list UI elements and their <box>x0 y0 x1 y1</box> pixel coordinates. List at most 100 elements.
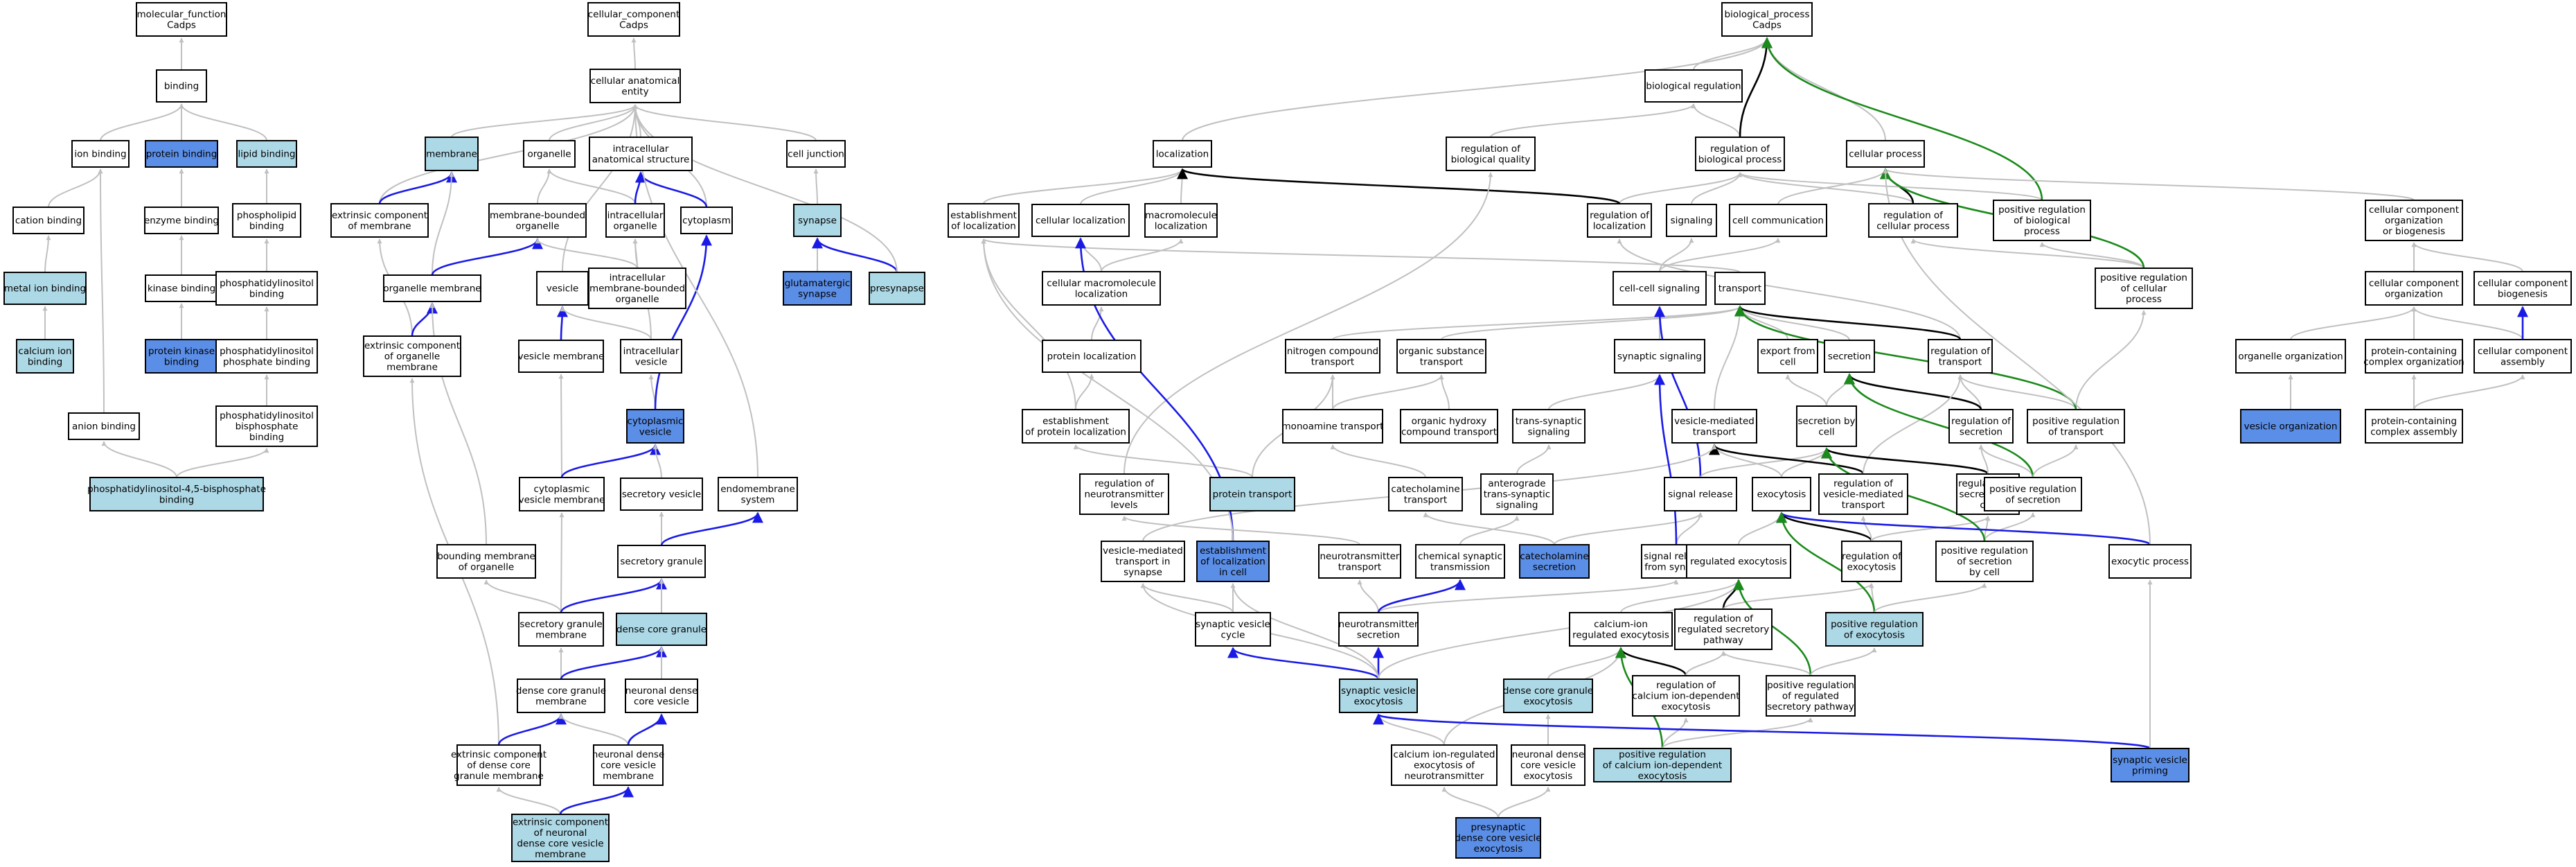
node-secretory-vesicle[interactable]: secretory vesicle <box>620 478 703 511</box>
node-organelle-membrane[interactable]: organelle membrane <box>383 274 481 302</box>
node-vesicle[interactable]: vesicle <box>536 271 589 306</box>
node-secretory-granule[interactable]: secretory granule <box>617 545 706 578</box>
node-metal-ion-binding[interactable]: metal ion binding <box>3 272 87 305</box>
node-exocytic-process[interactable]: exocytic process <box>2108 544 2192 579</box>
node-cell-junction[interactable]: cell junction <box>786 140 846 168</box>
node-signaling[interactable]: signaling <box>1666 204 1717 237</box>
node-localization[interactable]: localization <box>1153 140 1212 168</box>
node-protein-binding[interactable]: protein binding <box>145 140 218 168</box>
node-signal-release[interactable]: signal release <box>1664 477 1737 511</box>
node-vesicle-organization[interactable]: vesicle organization <box>2240 409 2341 444</box>
node-exocytosis[interactable]: exocytosis <box>1752 477 1811 511</box>
node-biological-regulation[interactable]: biological regulation <box>1644 69 1743 103</box>
node-secretion[interactable]: secretion <box>1824 340 1875 373</box>
node-kinase-binding[interactable]: kinase binding <box>145 274 218 302</box>
node-enzyme-binding[interactable]: enzyme binding <box>144 207 219 234</box>
node-cell-communication[interactable]: cell communication <box>1729 204 1827 237</box>
node-membrane[interactable]: membrane <box>425 137 479 171</box>
node-synapse[interactable]: synapse <box>793 204 842 237</box>
node-ion-binding[interactable]: ion binding <box>71 140 130 168</box>
node-protein-transport[interactable]: protein transport <box>1209 477 1295 511</box>
node-organelle-organization[interactable]: organelle organization <box>2235 339 2346 374</box>
node-transport[interactable]: transport <box>1714 272 1766 305</box>
node-binding[interactable]: binding <box>156 69 207 103</box>
node-cellular-process[interactable]: cellular process <box>1846 140 1925 168</box>
node-organelle[interactable]: organelle <box>523 140 576 168</box>
node-cation-binding[interactable]: cation binding <box>12 207 85 234</box>
node-vesicle-membrane[interactable]: vesicle membrane <box>518 340 605 373</box>
node-regulated-exocytosis[interactable]: regulated exocytosis <box>1686 544 1791 579</box>
node-synaptic-signaling[interactable]: synaptic signaling <box>1614 339 1705 374</box>
node-cytoplasm[interactable]: cytoplasm <box>680 207 733 234</box>
node-lipid-binding[interactable]: lipid binding <box>236 140 297 168</box>
node-dense-core-granule[interactable]: dense core granule <box>616 613 707 646</box>
node-cellular-localization[interactable]: cellular localization <box>1031 204 1130 237</box>
